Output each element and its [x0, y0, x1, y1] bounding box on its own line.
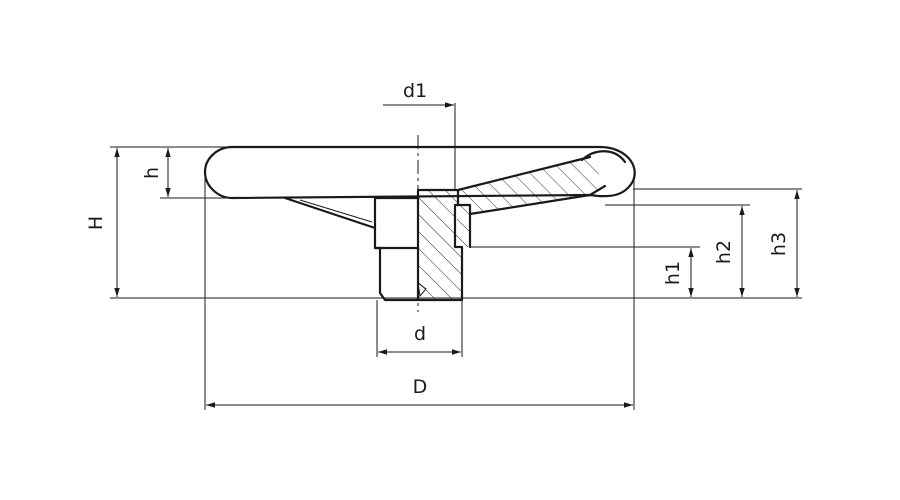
- extension-lines: [110, 103, 802, 410]
- label-d1: d1: [403, 80, 427, 102]
- label-D: D: [413, 376, 428, 398]
- label-H: H: [85, 216, 107, 230]
- hub-body: [373, 196, 427, 302]
- label-h2: h2: [713, 240, 735, 264]
- label-h: h: [141, 167, 163, 179]
- label-d: d: [414, 323, 426, 345]
- dimension-lines: [114, 102, 800, 408]
- label-h1: h1: [662, 261, 684, 285]
- dimension-labels: d1 h H h1 h2 h3 d D: [85, 80, 790, 398]
- label-h3: h3: [768, 232, 790, 256]
- section-hatching: [416, 155, 607, 302]
- spoke: [283, 196, 377, 230]
